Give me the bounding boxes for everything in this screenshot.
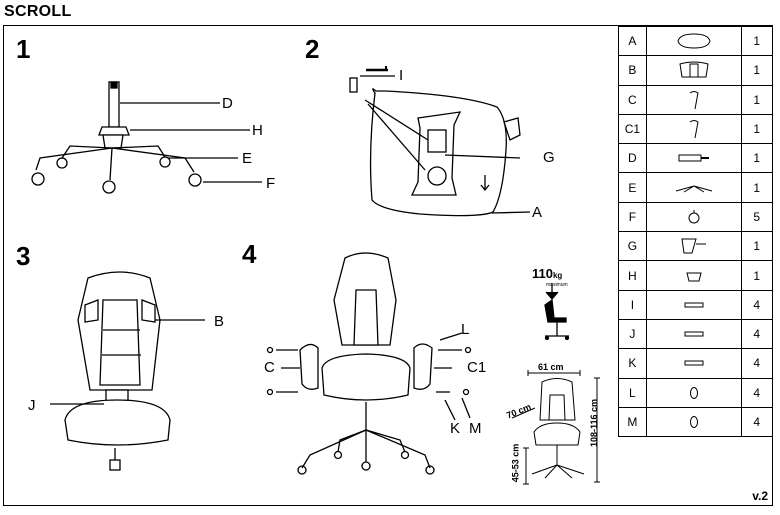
- dimension-seat-height: 45-53 cm: [510, 443, 521, 483]
- part-letter: C: [618, 84, 647, 115]
- part-quantity: 4: [740, 348, 774, 379]
- part-letter: B: [618, 55, 647, 86]
- step-number: 2: [305, 34, 320, 64]
- gas-lift-icon: [645, 143, 742, 174]
- part-callout: G: [543, 149, 555, 166]
- part-callout: H: [252, 122, 263, 139]
- weight-value: 110kg: [532, 266, 563, 281]
- step4-chair-drawing: [266, 252, 472, 475]
- part-quantity: 1: [740, 113, 774, 145]
- page-title: SCROLL: [4, 3, 72, 20]
- backrest-icon: [645, 55, 742, 86]
- diagram-frame: [3, 25, 773, 506]
- washer-icon: [645, 377, 742, 408]
- part-letter: C1: [618, 113, 647, 145]
- cover-icon: [645, 260, 742, 291]
- part-quantity: 1: [740, 260, 774, 291]
- part-quantity: 4: [740, 377, 774, 408]
- part-quantity: 4: [740, 318, 774, 350]
- caster-icon: [645, 201, 742, 233]
- step-number: 3: [16, 241, 31, 271]
- part-callout: J: [28, 397, 36, 414]
- version-label: v.2: [752, 489, 768, 503]
- star-base-icon: [645, 172, 742, 203]
- screw-icon: [645, 289, 742, 320]
- part-callout: F: [266, 175, 276, 192]
- screw-icon: [645, 348, 742, 379]
- part-quantity: 1: [740, 143, 774, 174]
- part-callout: C1: [467, 359, 487, 376]
- part-callout: L: [461, 321, 470, 338]
- step2-seat-drawing: [349, 66, 531, 217]
- part-letter: I: [618, 289, 647, 320]
- part-quantity: 4: [740, 289, 774, 320]
- armrest-icon: [645, 84, 742, 115]
- armrest-icon: [645, 113, 742, 145]
- mechanism-icon: [645, 231, 742, 262]
- dimension-width: 61 cm: [538, 362, 564, 372]
- step-number: 4: [242, 239, 257, 269]
- parts-row: C1 1: [618, 113, 774, 145]
- part-letter: E: [618, 172, 647, 203]
- part-callout: I: [399, 67, 404, 84]
- part-callout: M: [469, 420, 482, 437]
- part-quantity: 1: [740, 172, 774, 203]
- dimension-total-height: 108-116 cm: [589, 398, 600, 448]
- part-letter: F: [618, 201, 647, 233]
- part-letter: J: [618, 318, 647, 350]
- part-letter: M: [618, 406, 647, 438]
- part-quantity: 1: [740, 25, 774, 57]
- part-callout: D: [222, 95, 233, 112]
- part-letter: A: [618, 25, 647, 57]
- part-callout: K: [450, 420, 461, 437]
- part-quantity: 1: [740, 84, 774, 115]
- part-letter: H: [618, 260, 647, 291]
- part-callout: E: [242, 150, 253, 167]
- part-quantity: 1: [740, 55, 774, 86]
- step-number: 1: [16, 34, 31, 64]
- part-callout: C: [264, 359, 275, 376]
- step1-base-drawing: [31, 81, 262, 194]
- weight-sub: maximum: [546, 282, 568, 288]
- part-callout: B: [214, 313, 225, 330]
- part-letter: D: [618, 143, 647, 174]
- step3-backrest-drawing: [50, 271, 205, 471]
- seat-icon: [645, 25, 742, 57]
- screw-icon: [645, 318, 742, 350]
- washer-icon: [645, 406, 742, 438]
- weight-limit-icon: [544, 283, 570, 341]
- part-letter: K: [618, 348, 647, 379]
- part-letter: G: [618, 231, 647, 262]
- dimensions-drawing: [511, 370, 600, 485]
- part-quantity: 5: [740, 201, 774, 233]
- part-letter: L: [618, 377, 647, 408]
- part-callout: A: [532, 204, 543, 221]
- part-quantity: 1: [740, 231, 774, 262]
- part-quantity: 4: [740, 406, 774, 438]
